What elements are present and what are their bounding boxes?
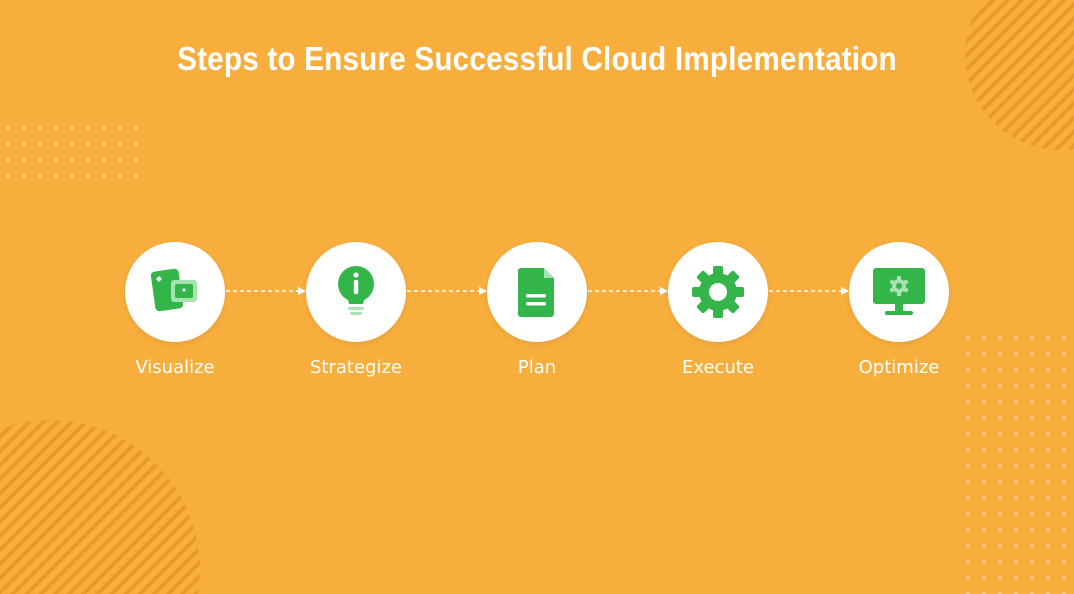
visualize-cards-icon <box>150 268 197 312</box>
step-label: Optimize <box>858 357 940 378</box>
arrow-connector <box>226 287 306 295</box>
step-execute <box>668 242 768 342</box>
striped-circle-bottom-left <box>0 420 200 594</box>
arrow-connector <box>769 287 849 295</box>
lightbulb-info-icon <box>338 266 374 315</box>
dot-pattern-top-left <box>0 120 140 190</box>
arrow-connector <box>407 287 487 295</box>
step-label: Plan <box>517 357 557 378</box>
page-title: Steps to Ensure Successful Cloud Impleme… <box>177 40 897 77</box>
step-visualize <box>125 242 225 342</box>
monitor-gear-icon <box>873 268 925 315</box>
step-label: Visualize <box>135 357 215 378</box>
step-strategize <box>306 242 406 342</box>
step-label: Strategize <box>310 357 402 378</box>
gear-icon <box>692 266 744 318</box>
document-icon <box>518 268 554 317</box>
step-optimize <box>849 242 949 342</box>
arrow-connector <box>588 287 668 295</box>
step-label: Execute <box>682 357 754 378</box>
step-plan <box>487 242 587 342</box>
